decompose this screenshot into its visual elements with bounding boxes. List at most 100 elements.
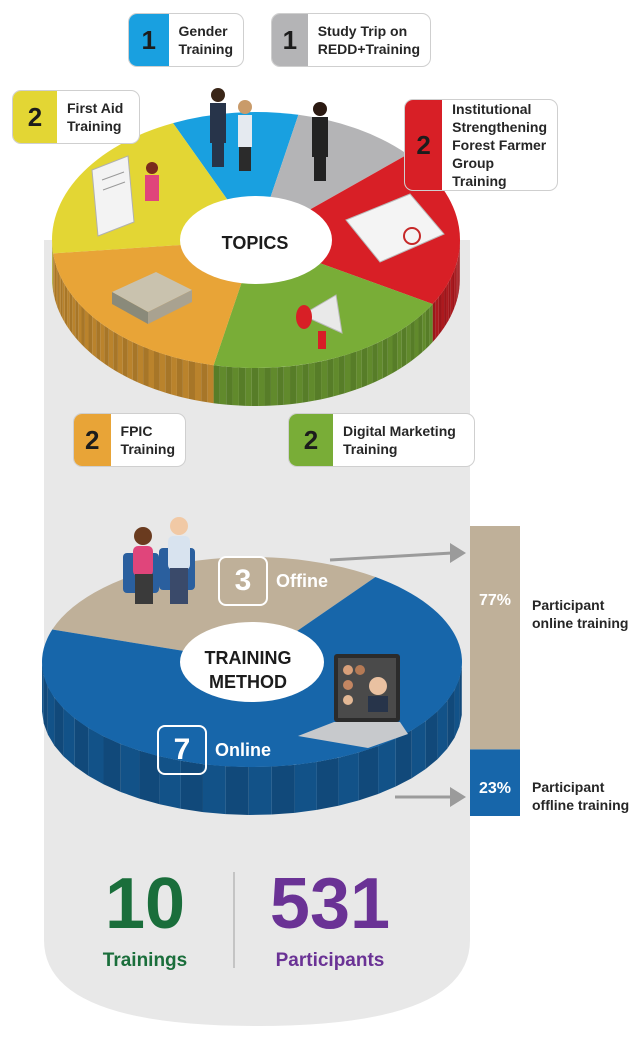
pie-side-2 bbox=[446, 282, 449, 324]
method-offline-badge: 3 Offine bbox=[218, 556, 328, 606]
topic-name: Institutional Strengthening Forest Farme… bbox=[452, 101, 547, 189]
document-illustration bbox=[91, 155, 159, 237]
topic-name: Digital Marketing Training bbox=[343, 423, 456, 457]
topic-name: First Aid Training bbox=[67, 100, 124, 134]
pie-side-4 bbox=[207, 364, 214, 404]
pie-side-4 bbox=[104, 325, 109, 367]
pie-side-3 bbox=[245, 367, 252, 406]
topic-count: 1 bbox=[272, 14, 308, 66]
pie-side-2 bbox=[454, 266, 456, 309]
pie-side-4 bbox=[78, 302, 82, 345]
method-center-label: TRAINING METHOD bbox=[204, 648, 292, 692]
pie-side-4 bbox=[182, 359, 189, 399]
pie-side-3 bbox=[429, 304, 433, 346]
pie-side-2 bbox=[432, 300, 436, 342]
pie-side-4 bbox=[122, 336, 128, 378]
pie-side-3 bbox=[264, 367, 271, 406]
pie-side-1 bbox=[63, 708, 75, 767]
online-label: Online bbox=[215, 739, 272, 760]
pie-side-4 bbox=[92, 316, 97, 358]
pie-side-4 bbox=[154, 350, 160, 391]
pie-side-3 bbox=[314, 361, 322, 401]
pie-side-3 bbox=[406, 323, 411, 365]
pie-side-3 bbox=[283, 366, 291, 405]
pie-side-3 bbox=[387, 335, 393, 376]
pie-side-4 bbox=[159, 352, 166, 393]
stack-bar-segment-1 bbox=[470, 749, 520, 816]
pie-side-4 bbox=[88, 313, 93, 355]
pie-side-4 bbox=[137, 344, 144, 385]
pie-side-3 bbox=[277, 366, 284, 406]
pie-side-2 bbox=[441, 289, 445, 332]
pie-side-1 bbox=[425, 711, 438, 770]
pie-side-4 bbox=[57, 269, 59, 312]
pie-side-4 bbox=[96, 319, 101, 361]
pie-side-1 bbox=[395, 730, 412, 787]
pie-side-1 bbox=[225, 766, 249, 815]
pie-side-4 bbox=[69, 292, 73, 334]
pie-side-3 bbox=[238, 367, 246, 406]
pie-side-4 bbox=[81, 306, 85, 348]
books-illustration bbox=[112, 272, 192, 324]
pie-side-4 bbox=[53, 253, 54, 296]
pie-side-3 bbox=[321, 359, 328, 400]
pie-side-3 bbox=[377, 340, 383, 381]
pie-side-2 bbox=[448, 278, 451, 321]
pie-side-1 bbox=[202, 764, 226, 815]
pie-side-1 bbox=[447, 689, 455, 749]
topic-name: Gender Training bbox=[178, 23, 233, 57]
pie-side-2 bbox=[452, 270, 455, 313]
pie-side-4 bbox=[108, 328, 114, 370]
pie-side-3 bbox=[344, 353, 351, 394]
pie-side-2 bbox=[458, 250, 460, 293]
pie-side-1 bbox=[294, 761, 317, 813]
pie-side-2 bbox=[435, 296, 439, 339]
topic-label-institutional: 2 Institutional Strengthening Forest Far… bbox=[404, 99, 558, 191]
laptop-video-call-illustration bbox=[298, 654, 408, 748]
online-bar-caption: Participant online training bbox=[532, 597, 629, 631]
topic-label-digital-marketing: 2 Digital Marketing Training bbox=[288, 413, 475, 467]
pie-side-3 bbox=[219, 365, 227, 405]
pie-side-2 bbox=[457, 254, 459, 297]
pie-side-4 bbox=[64, 284, 68, 327]
pie-side-2 bbox=[455, 262, 457, 305]
pie-side-1 bbox=[103, 736, 121, 792]
offline-percent-label: 23% bbox=[479, 780, 512, 797]
paper-illustration bbox=[345, 193, 445, 263]
pie-side-3 bbox=[213, 365, 220, 404]
pie-side-1 bbox=[459, 666, 462, 727]
offline-count: 3 bbox=[218, 556, 268, 606]
pie-side-4 bbox=[58, 273, 61, 315]
pie-side-3 bbox=[356, 349, 362, 390]
pie-side-4 bbox=[53, 257, 55, 300]
pie-side-3 bbox=[422, 310, 426, 353]
pie-side-1 bbox=[378, 738, 396, 794]
pie-side-4 bbox=[127, 339, 133, 380]
pie-slice-0 bbox=[173, 112, 299, 240]
pie-side-3 bbox=[333, 356, 339, 397]
pie-center-hole bbox=[180, 196, 332, 284]
topics-center-label: TOPICS bbox=[221, 233, 289, 253]
stack-bar-segment-0 bbox=[470, 526, 520, 750]
pie-side-3 bbox=[425, 307, 430, 349]
pie-side-1 bbox=[47, 686, 55, 746]
pie-side-4 bbox=[72, 295, 76, 338]
pie-side-3 bbox=[302, 363, 309, 403]
pie-side-1 bbox=[74, 718, 89, 776]
pie-side-3 bbox=[308, 362, 315, 402]
pie-side-4 bbox=[113, 331, 118, 373]
pie-side-3 bbox=[338, 355, 345, 395]
pie-center-hole bbox=[180, 622, 324, 702]
pie-side-3 bbox=[361, 347, 368, 388]
pie-side-5 bbox=[52, 249, 54, 292]
pie-side-3 bbox=[290, 365, 297, 405]
participants-count: 531 bbox=[269, 864, 391, 944]
pie-side-3 bbox=[258, 367, 265, 406]
topic-label-gender: 1 Gender Training bbox=[128, 13, 244, 67]
offline-label: Offine bbox=[276, 570, 328, 591]
topic-count: 2 bbox=[74, 414, 111, 466]
pie-side-4 bbox=[100, 322, 105, 364]
pie-side-2 bbox=[450, 274, 453, 317]
pie-side-3 bbox=[270, 367, 278, 406]
